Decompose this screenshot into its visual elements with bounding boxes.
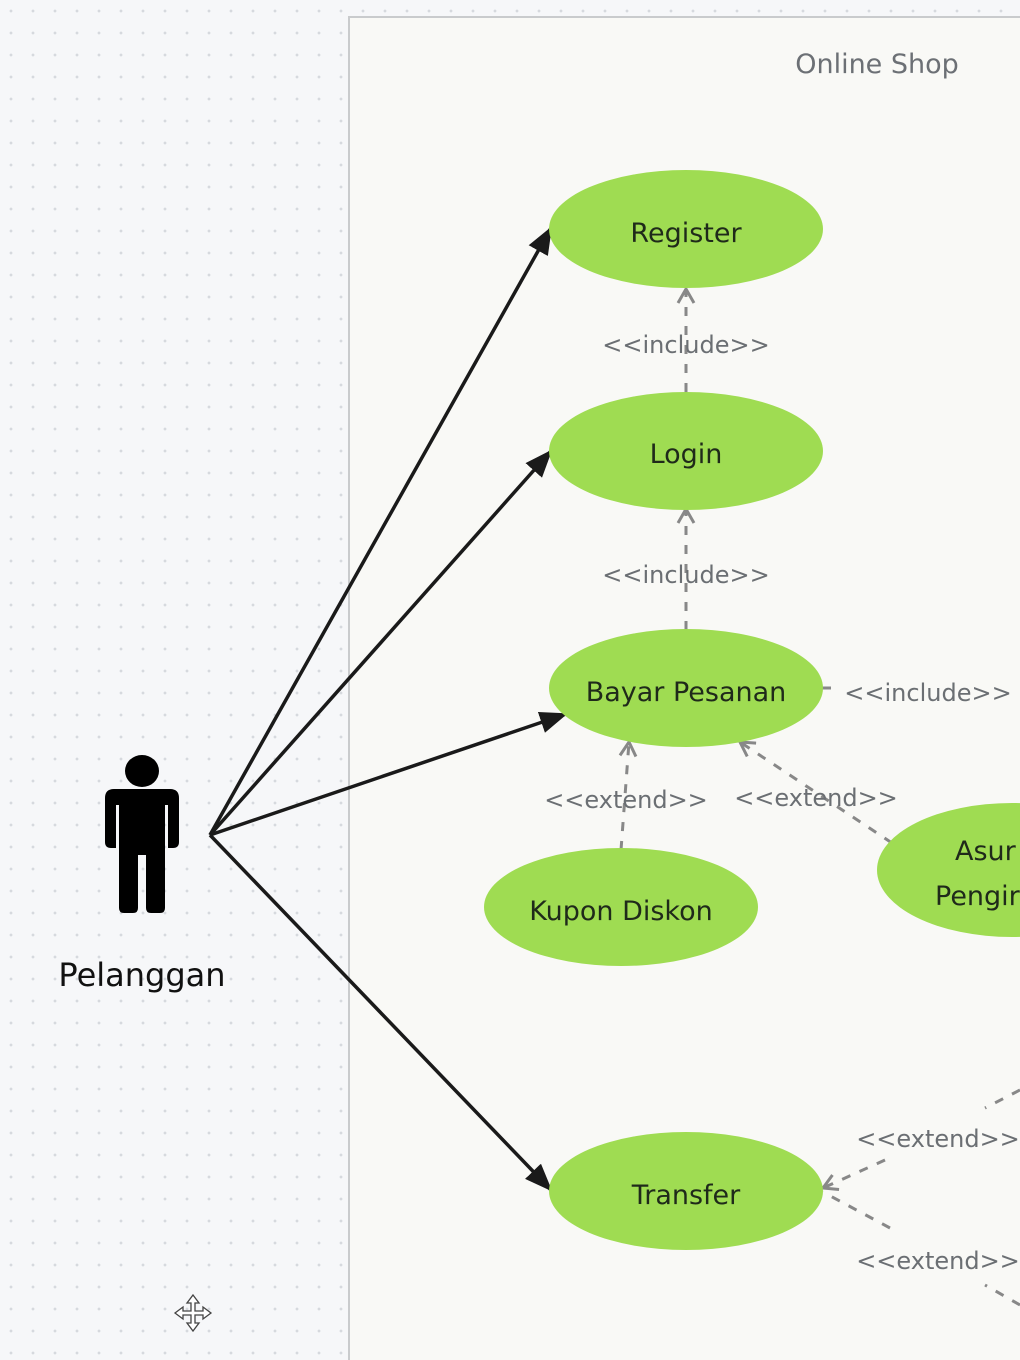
association-login[interactable] xyxy=(208,449,553,837)
use-case-register-label: Register xyxy=(630,218,742,249)
use-case-kupon-diskon[interactable]: Kupon Diskon xyxy=(484,848,758,966)
use-case-bayar-pesanan-label: Bayar Pesanan xyxy=(586,677,787,708)
stereotype-include-bayar-right: <<include>> xyxy=(844,679,1011,707)
use-case-bayar-pesanan[interactable]: Bayar Pesanan xyxy=(549,629,823,747)
use-case-transfer[interactable]: Transfer xyxy=(549,1132,823,1250)
use-case-register[interactable]: Register xyxy=(549,170,823,288)
use-case-kupon-diskon-label: Kupon Diskon xyxy=(529,896,713,927)
stereotype-extend-transfer-lower: <<extend>> xyxy=(856,1247,1020,1275)
extend-upper-transfer[interactable] xyxy=(823,1088,1020,1188)
association-transfer[interactable] xyxy=(208,833,553,1192)
association-bayar-pesanan[interactable] xyxy=(209,711,568,837)
use-case-login[interactable]: Login xyxy=(549,392,823,510)
stereotype-include-bayar-login: <<include>> xyxy=(602,561,769,589)
association-register[interactable] xyxy=(208,226,553,836)
extend-lower-transfer[interactable] xyxy=(822,1190,1020,1307)
actor-pelanggan[interactable]: Pelanggan xyxy=(58,755,226,994)
use-case-asuransi-label-line1: Asur xyxy=(955,836,1017,867)
move-cursor-icon xyxy=(173,1293,213,1333)
stereotype-extend-asuransi: <<extend>> xyxy=(734,784,898,812)
use-case-asuransi-label-line2: Pengir xyxy=(935,881,1020,912)
stereotype-include-login-register: <<include>> xyxy=(602,331,769,359)
boundary-title: Online Shop xyxy=(795,49,959,80)
stereotype-extend-transfer-upper: <<extend>> xyxy=(856,1125,1020,1153)
stereotype-extend-kupon: <<extend>> xyxy=(544,786,708,814)
use-case-transfer-label: Transfer xyxy=(631,1180,741,1211)
use-case-login-label: Login xyxy=(650,439,723,470)
extend-asuransi-bayar[interactable] xyxy=(737,740,893,845)
person-icon xyxy=(105,755,179,913)
use-case-asuransi[interactable]: Asur Pengir xyxy=(877,803,1020,937)
actor-label: Pelanggan xyxy=(58,956,225,994)
